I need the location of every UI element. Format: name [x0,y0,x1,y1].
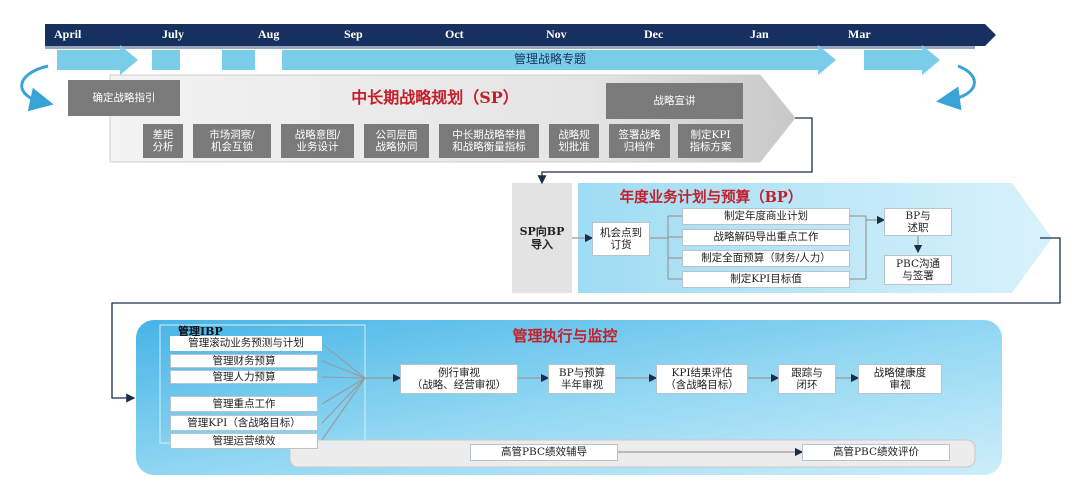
loop-arrow-right [936,64,976,111]
exec-flow-health-review: 战略健康度 审视 [858,364,942,394]
exec-title: 管理执行与监控 [512,327,618,346]
month-april: April [54,27,82,41]
sp-step-archive: 签署战略 归档件 [609,124,670,158]
period-arrow-april-july [57,45,138,75]
exec-flow-half-year-review: BP与预算 半年审视 [548,364,616,394]
exec-item-hr-budget: 管理人力预算 [170,370,318,384]
topic-label: 管理战略专题 [513,52,586,67]
bp-task-business-plan: 制定年度商业计划 [682,208,850,225]
connector-bp-exec [111,237,1061,403]
bp-import-panel [512,183,572,293]
sp-step-corporate-synergy: 公司层面 战略协同 [364,124,429,158]
bp-import-label: SP向BP 导入 [519,225,565,251]
month-jan: Jan [750,27,769,41]
exec-item-operations: 管理运营绩效 [170,433,318,449]
exec-flow-routine-review: 例行审视 （战略、经营审视） [400,364,518,394]
month-mar: Mar [848,27,871,41]
bp-task-kpi-target: 制定KPI目标值 [682,271,850,288]
period-arrow-topic [282,45,836,75]
timeline-bar [45,24,996,46]
sp-step-initiatives: 中长期战略举措 和战略衡量指标 [439,124,539,158]
ex-line-2 [321,360,366,379]
ex-line-5 [321,377,366,424]
ex-line-4 [321,377,366,405]
period-arrow-mar [864,45,940,75]
ex-line-6 [321,377,366,441]
exec-item-key-work: 管理重点工作 [170,396,318,412]
timeline-underline [45,46,975,49]
bp-report-box: BP与 述职 [884,208,952,236]
exec-item-rolling-forecast: 管理滚动业务预测与计划 [170,336,322,351]
bp-opportunity-box: 机会点到 订货 [592,222,650,256]
exec-panel [136,320,1002,475]
month-sep: Sep [344,27,363,41]
bp-pbc-box: PBC沟通 与签署 [884,255,952,285]
period-block-july [152,50,180,70]
sp-step-approval: 战略规 划批准 [549,124,599,158]
loop-arrow-left [20,64,54,112]
ex-line-1 [321,343,366,379]
sp-title: 中长期战略规划（SP） [351,87,519,107]
bp-title: 年度业务计划与预算（BP） [619,188,803,206]
pbc-eval-box: 高管PBC绩效评价 [802,444,950,461]
month-oct: Oct [445,27,464,41]
ibp-label: 管理IBP [178,325,223,338]
exec-flow-kpi-evaluation: KPI结果评估 （含战略目标） [656,364,748,394]
exec-flow-tracking: 跟踪与 闭环 [778,364,836,394]
bp-task-key-work: 战略解码导出重点工作 [682,229,850,246]
sp-guide-box: 确定战略指引 [68,80,180,116]
month-july: July [162,27,185,41]
period-block-aug [222,50,255,70]
month-dec: Dec [644,27,664,41]
exec-item-financial-budget: 管理财务预算 [170,354,318,368]
sp-step-strategic-intent: 战略意图/ 业务设计 [281,124,354,158]
sp-step-gap-analysis: 差距 分析 [143,124,183,158]
sp-step-market-insight: 市场洞察/ 机会互锁 [193,124,271,158]
sp-publicize-box: 战略宣讲 [606,83,743,119]
month-aug: Aug [258,27,280,41]
month-nov: Nov [546,27,567,41]
bp-task-budget: 制定全面预算（财务/人力） [682,250,850,267]
sp-step-kpi-plan: 制定KPI 指标方案 [678,124,743,158]
connector-sp-bp [537,117,813,185]
exec-item-kpi: 管理KPI（含战略目标） [170,415,318,431]
pbc-coach-box: 高管PBC绩效辅导 [470,444,618,461]
ex-line-3 [321,376,366,379]
